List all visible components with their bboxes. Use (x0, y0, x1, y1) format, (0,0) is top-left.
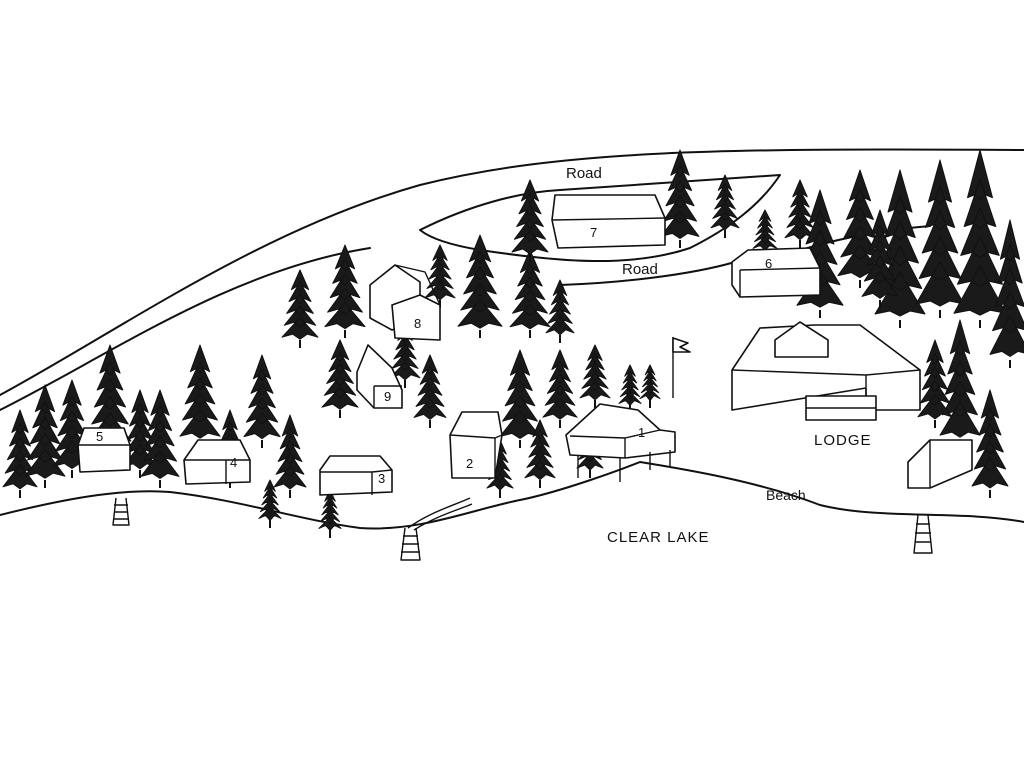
cabin-7-label: 7 (590, 225, 597, 240)
conifer-tree (639, 364, 661, 402)
cabin-4-label: 4 (230, 455, 237, 470)
cabin-8: 8 (369, 264, 441, 341)
cabin-6: 6 (731, 247, 821, 298)
conifer-tree (915, 159, 965, 307)
conifer-tree (486, 439, 514, 491)
conifer-tree (710, 174, 740, 231)
conifer-tree (861, 209, 899, 299)
dock-left (112, 497, 130, 526)
cabin-1-label: 1 (638, 425, 645, 440)
conifer-tree (509, 249, 551, 330)
conifer-tree (424, 244, 456, 301)
conifer-tree (511, 179, 549, 255)
boat-shed (907, 439, 973, 489)
road-label-upper: Road (566, 165, 602, 182)
flagpole (672, 337, 691, 398)
cabin-5-label: 5 (96, 429, 103, 444)
cabin-2-label: 2 (466, 456, 473, 471)
conifer-tree (939, 319, 981, 438)
road-label-lower: Road (622, 261, 658, 278)
lodge-building (731, 321, 921, 421)
cabin-6-label: 6 (765, 256, 772, 271)
conifer-tree (953, 149, 1007, 316)
conifer-tree (837, 169, 883, 279)
conifer-tree (457, 234, 503, 329)
conifer-tree (258, 479, 282, 521)
forest (2, 149, 1024, 538)
cabin-4: 4 (183, 439, 251, 485)
conifer-tree (24, 384, 66, 479)
conifer-tree (542, 349, 578, 420)
conifer-tree (243, 354, 281, 440)
cabin-9-label: 9 (384, 389, 391, 404)
conifer-tree (752, 209, 778, 251)
cabin-3-label: 3 (378, 471, 385, 486)
conifer-tree (545, 279, 575, 336)
cabin-2: 2 (449, 411, 503, 479)
conifer-tree (579, 344, 611, 401)
conifer-tree (413, 354, 447, 420)
conifer-tree (989, 219, 1024, 357)
lake-label: CLEAR LAKE (607, 529, 710, 546)
dock-right (913, 514, 933, 554)
shoreline (0, 461, 1024, 530)
conifer-tree (88, 344, 132, 444)
cabin-5: 5 (77, 427, 131, 473)
conifer-tree (318, 489, 342, 531)
conifer-tree (321, 339, 359, 410)
footpath (407, 497, 473, 531)
conifer-tree (618, 364, 642, 406)
cabin-3: 3 (319, 455, 393, 496)
dock-middle (400, 527, 421, 561)
conifer-tree (2, 409, 38, 490)
conifer-tree (140, 389, 180, 479)
conifer-tree (971, 389, 1009, 489)
conifer-tree (122, 389, 158, 470)
conifer-tree (281, 269, 319, 340)
conifer-tree (784, 179, 816, 241)
conifer-tree (660, 149, 700, 239)
beach-label: Beach (766, 487, 806, 503)
lodge-label: LODGE (814, 432, 872, 449)
cabin-9: 9 (356, 344, 403, 409)
conifer-tree (524, 419, 556, 481)
cabin-7: 7 (551, 194, 666, 249)
cabin-8-label: 8 (414, 316, 421, 331)
cabin-1: 1 (565, 403, 676, 482)
conifer-tree (499, 349, 541, 439)
conifer-tree (389, 324, 421, 381)
conifer-tree (874, 169, 926, 317)
conifer-tree (324, 244, 366, 330)
conifer-tree (917, 339, 953, 420)
conifer-tree (179, 344, 221, 439)
conifer-tree (273, 414, 307, 490)
